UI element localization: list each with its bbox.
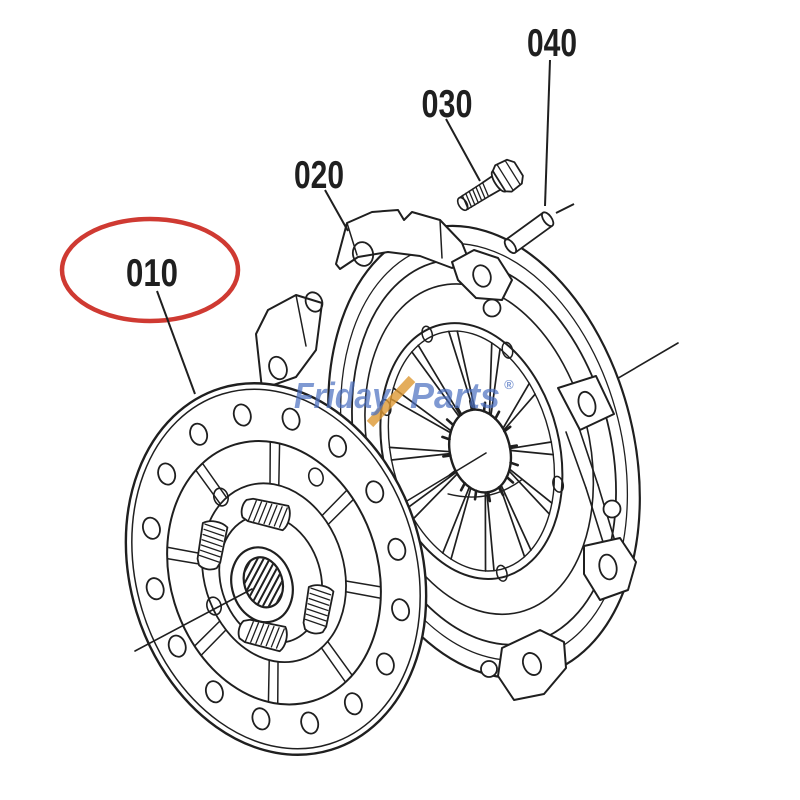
part-label-030: 030: [422, 83, 473, 126]
damper-spring: [240, 497, 291, 532]
cover-tabs: [255, 209, 637, 701]
part-label-020: 020: [294, 154, 344, 197]
friction-plate-inner: [201, 482, 347, 664]
cover-hole: [304, 291, 324, 313]
cover-stud: [480, 660, 498, 678]
watermark-registered-mark: ®: [504, 377, 514, 392]
cover-hole: [521, 652, 543, 676]
callouts: 010 020 030 040: [59, 22, 577, 395]
cover-stud: [482, 298, 502, 318]
cover-center-hole: [448, 408, 513, 494]
cover-right-lug: [557, 375, 615, 431]
diaphragm-cone-inner: [387, 330, 556, 572]
watermark-text-second: Parts: [410, 375, 500, 416]
cover-hole: [351, 241, 375, 267]
watermark-text-first: Friday: [294, 375, 392, 416]
leader-line-030: [445, 118, 481, 182]
assembly-axis-left: [134, 588, 253, 652]
cover-top-tab: [335, 209, 469, 270]
finger-ticks: [441, 399, 519, 503]
cover-left-wing-crease: [295, 294, 307, 347]
damper-spring: [302, 584, 335, 635]
leader-tick-040: [555, 203, 575, 214]
dowel-pin: [503, 211, 555, 255]
cover-top-tab-crease: [439, 219, 443, 259]
pin-far-cap: [541, 211, 555, 227]
cover-hole: [577, 390, 597, 418]
part-label-040: 040: [527, 22, 577, 65]
bolt-threads: [461, 182, 490, 210]
clutch-disc: [124, 382, 428, 756]
diaphragm-spokes: [388, 330, 555, 572]
cover-stud: [602, 499, 622, 519]
assembly-axis-middle: [396, 452, 487, 508]
watermark-slash: [366, 375, 416, 428]
leader-line-010: [156, 290, 196, 395]
cover-hole: [268, 355, 288, 381]
leader-line-020: [324, 189, 349, 232]
cover-top-tab-crease: [346, 222, 358, 256]
cover-hole: [472, 264, 492, 288]
pin-end-face: [503, 238, 518, 255]
release-ring-arc: [447, 478, 523, 498]
damper-springs: [196, 497, 335, 653]
leader-line-040: [544, 59, 551, 207]
watermark: Friday Parts ®: [294, 375, 514, 428]
highlight-circle: [59, 216, 241, 324]
bolt-hex-head: [491, 158, 524, 193]
disc-cushion-cuts: [166, 441, 382, 705]
disc-thickness-edge: [131, 388, 421, 750]
cover-hole: [598, 553, 618, 581]
mounting-bolt: [456, 158, 524, 212]
disc-rivet-holes: [141, 403, 411, 735]
damper-spring: [237, 618, 288, 653]
damper-spring: [196, 520, 229, 571]
cover-bottom-tab: [497, 629, 567, 701]
cover-upper-right-tab: [451, 249, 513, 301]
friction-plate-outer: [166, 440, 382, 706]
cover-lower-right-tab: [583, 537, 637, 601]
part-label-010: 010: [126, 252, 178, 295]
